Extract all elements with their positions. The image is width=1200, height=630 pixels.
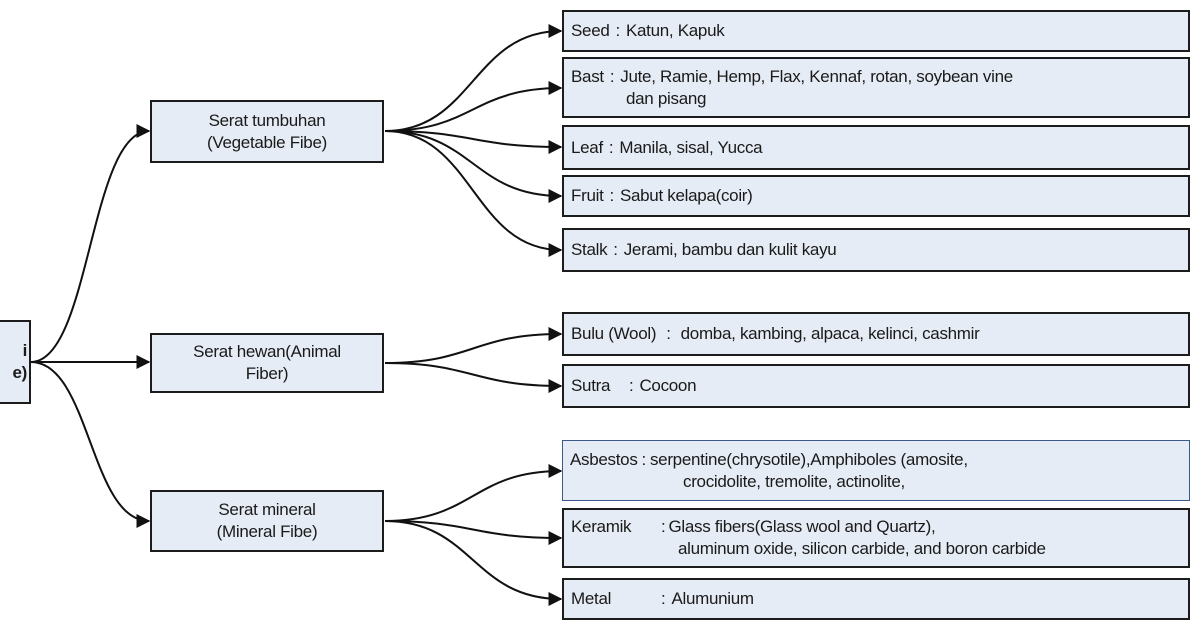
edge-vegetable-seed: [384, 24, 563, 132]
leaf-node-leaf: Leaf:Manila, sisal, Yucca: [562, 125, 1190, 170]
edge-root-mineral: [30, 361, 151, 528]
category-node-animal: Serat hewan(Animal Fiber): [150, 333, 384, 393]
category-node-vegetable: Serat tumbuhan (Vegetable Fibe): [150, 100, 384, 163]
leaf-text: Glass fibers(Glass wool and Quartz),: [668, 517, 936, 536]
category-subtitle: (Vegetable Fibe): [207, 132, 327, 152]
leaf-text: Sabut kelapa(coir): [619, 186, 753, 205]
leaf-text: Cocoon: [639, 376, 697, 395]
leaf-text: Jute, Ramie, Hemp, Flax, Kennaf, rotan, …: [620, 66, 1013, 86]
edge-animal-sutra: [384, 362, 563, 393]
category-node-mineral: Serat mineral (Mineral Fibe): [150, 490, 384, 552]
leaf-text: serpentine(chrysotile),Amphiboles (amosi…: [649, 449, 968, 469]
leaf-node-sutra: Sutra:Cocoon: [562, 364, 1190, 408]
category-title: Serat tumbuhan: [208, 110, 326, 130]
edge-root-vegetable: [30, 124, 151, 363]
edge-mineral-keramik: [384, 520, 563, 545]
leaf-node-fruit: Fruit:Sabut kelapa(coir): [562, 175, 1190, 217]
category-subtitle: Fiber): [245, 364, 289, 383]
leaf-node-metal: Metal:Alumunium: [562, 578, 1190, 620]
leaf-node-seed: Seed:Katun, Kapuk: [562, 10, 1190, 52]
leaf-label: Fruit: [571, 186, 604, 205]
edge-vegetable-fruit: [384, 130, 563, 203]
leaf-label: Seed: [571, 21, 610, 40]
leaf-label: Leaf: [571, 137, 603, 157]
category-subtitle: (Mineral Fibe): [216, 522, 318, 541]
edge-mineral-metal: [384, 520, 563, 606]
leaf-label: Stalk: [571, 240, 608, 259]
leaf-node-bast: Bast:Jute, Ramie, Hemp, Flax, Kennaf, ro…: [562, 57, 1190, 118]
root-node: i e): [0, 320, 31, 404]
leaf-node-asbestos: Asbestos:serpentine(chrysotile),Amphibol…: [562, 440, 1190, 501]
leaf-node-wool: Bulu (Wool):domba, kambing, alpaca, keli…: [562, 312, 1190, 356]
leaf-label: Bulu (Wool): [571, 324, 657, 343]
edge-vegetable-leaf: [384, 130, 563, 154]
leaf-label: Metal: [571, 589, 612, 608]
category-title: Serat hewan(Animal: [193, 342, 341, 361]
leaf-text-continued: aluminum oxide, silicon carbide, and bor…: [678, 539, 1046, 558]
leaf-text: Jerami, bambu dan kulit kayu: [623, 240, 837, 259]
leaf-label: Keramik: [571, 517, 632, 536]
leaf-text-continued: crocidolite, tremolite, actinolite,: [683, 471, 905, 491]
edge-animal-wool: [384, 327, 563, 364]
root-node-line-1: i: [22, 341, 28, 360]
edge-vegetable-stalk: [384, 130, 563, 257]
root-node-line-2: e): [12, 363, 27, 382]
leaf-node-stalk: Stalk:Jerami, bambu dan kulit kayu: [562, 228, 1190, 272]
leaf-label: Asbestos: [570, 449, 638, 469]
leaf-label: Bast: [571, 66, 604, 86]
category-title: Serat mineral: [218, 500, 316, 519]
leaf-text: Katun, Kapuk: [625, 21, 725, 40]
leaf-label: Sutra: [571, 376, 611, 395]
edge-mineral-asbestos: [384, 464, 563, 522]
edge-vegetable-bast: [384, 81, 563, 132]
leaf-node-keramik: Keramik:Glass fibers(Glass wool and Quar…: [562, 508, 1190, 568]
leaf-text: Alumunium: [671, 589, 754, 608]
leaf-text: Manila, sisal, Yucca: [619, 137, 763, 157]
leaf-text: domba, kambing, alpaca, kelinci, cashmir: [680, 324, 980, 343]
leaf-text-continued: dan pisang: [626, 88, 707, 108]
